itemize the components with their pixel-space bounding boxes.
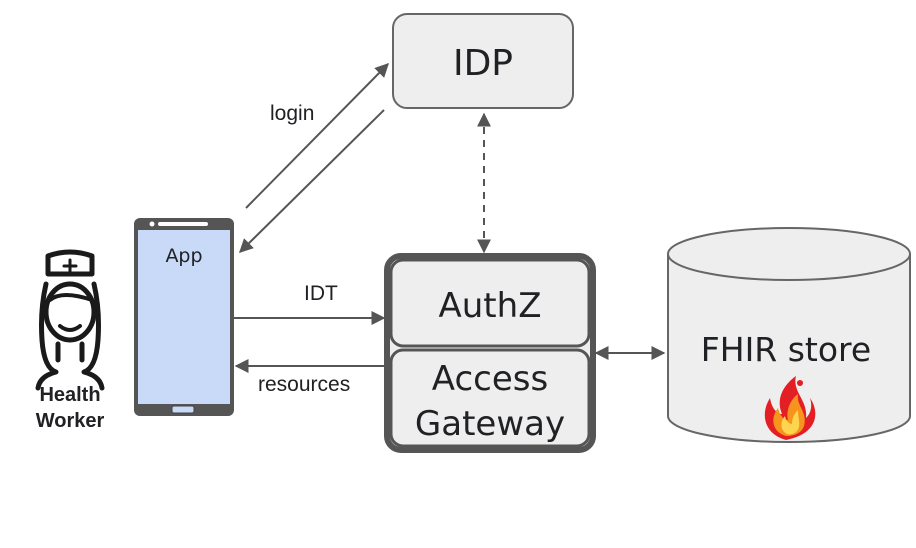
login-return-arrow [239, 109, 385, 253]
fhir-store-label: FHIR store [701, 330, 871, 369]
access-gateway-container: AuthZ Access Gateway [384, 253, 596, 453]
idp-node: IDP [392, 13, 574, 109]
phone-camera [149, 221, 155, 227]
authz-node [389, 258, 591, 348]
authz-label: AuthZ [439, 286, 542, 326]
access-gateway-label-line2: Gateway [415, 404, 565, 444]
fhir-store-node: FHIR store [667, 227, 911, 443]
health-worker-label-line1: Health [39, 384, 100, 406]
nurse-icon [35, 249, 105, 391]
access-gateway-label-line1: Access [432, 359, 548, 399]
access-gateway-node [389, 348, 591, 448]
idt-label: IDT [304, 282, 338, 305]
login-arrow [245, 63, 389, 209]
login-label: login [270, 102, 314, 125]
app-label: App [165, 245, 202, 267]
idp-label: IDP [453, 43, 513, 84]
phone-home-button [171, 405, 195, 414]
app-phone: App [134, 218, 234, 416]
flame-icon [764, 376, 816, 440]
registered-mark [797, 380, 803, 386]
health-worker-label-line2: Worker [36, 410, 105, 432]
phone-speaker [158, 222, 208, 226]
resources-label: resources [258, 373, 350, 396]
